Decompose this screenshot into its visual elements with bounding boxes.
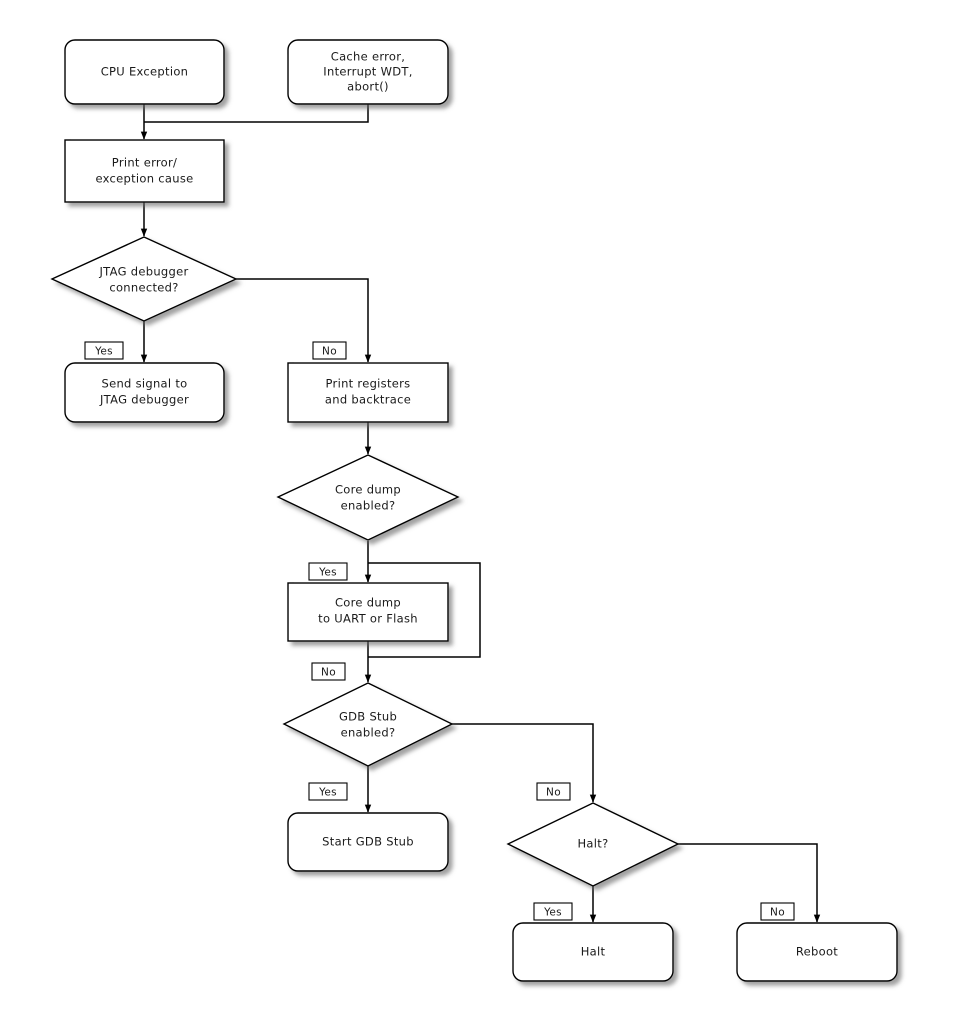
edge-label-gdb-stub-no-box [536, 782, 571, 801]
edge-label-halt-no: No [760, 902, 795, 921]
edge-gdb-stub-no-to-halt-question [452, 723, 597, 803]
node-cache-error[interactable] [287, 39, 449, 105]
edge-label-gdb-stub-no-text: No [546, 787, 561, 799]
edge-layer [140, 104, 821, 923]
node-gdb-stub-question-label-line2: enabled? [341, 726, 396, 740]
node-print-registers-shape [287, 362, 449, 423]
edge-label-jtag-yes-text: Yes [94, 346, 113, 358]
node-core-dump-box-label-line2: to UART or Flash [318, 612, 418, 626]
node-core-dump-box[interactable] [287, 582, 449, 642]
edge-label-halt-no-text: No [770, 907, 785, 919]
node-print-error-label-line2: exception cause [95, 172, 193, 186]
node-send-signal-shape [64, 362, 225, 423]
node-core-dump-question-label-line1: Core dump [335, 483, 401, 497]
node-halt-question[interactable] [506, 802, 680, 887]
edge-label-core-dump-yes-text: Yes [318, 567, 337, 579]
node-send-signal[interactable] [64, 362, 225, 423]
node-halt-box-shape [512, 922, 674, 982]
edge-label-jtag-yes: Yes [84, 341, 124, 360]
edge-label-halt-no-box [760, 902, 795, 921]
node-cpu-exception[interactable] [64, 39, 225, 105]
edge-label-jtag-no: No [312, 341, 347, 360]
edge-label-core-dump-no-text: No [321, 667, 336, 679]
edge-label-gdb-stub-no: No [536, 782, 571, 801]
node-core-dump-question-shape [276, 454, 460, 541]
node-gdb-stub-question-label-line1: GDB Stub [339, 710, 397, 724]
node-core-dump-question[interactable] [276, 454, 460, 541]
edge-label-halt-yes: Yes [533, 902, 573, 921]
node-print-registers-label-line2: and backtrace [325, 393, 411, 407]
node-cpu-exception-label: CPU Exception [101, 65, 189, 79]
edge-label-halt-yes-text: Yes [543, 907, 562, 919]
node-reboot-box[interactable] [736, 922, 898, 982]
node-print-registers[interactable] [287, 362, 449, 423]
node-halt-question-label: Halt? [577, 837, 608, 851]
edge-label-layer: Yes No Yes No Yes No [84, 341, 795, 921]
edge-label-jtag-no-box [312, 341, 347, 360]
node-send-signal-label-line1: Send signal to [101, 377, 187, 391]
node-jtag-question-label-line2: connected? [109, 281, 178, 295]
node-halt-box[interactable] [512, 922, 674, 982]
edge-label-gdb-stub-yes-text: Yes [318, 787, 337, 799]
edge-cache-error-to-print-error [144, 104, 369, 123]
node-core-dump-question-label-line2: enabled? [341, 499, 396, 513]
node-jtag-question-shape [50, 236, 238, 322]
node-core-dump-box-label-line1: Core dump [335, 596, 401, 610]
edge-label-gdb-stub-yes-box [308, 782, 348, 801]
node-print-error[interactable] [64, 139, 225, 203]
edge-label-halt-yes-box [533, 902, 573, 921]
node-start-gdb-stub[interactable] [287, 812, 449, 872]
edge-core-dump-no-bypass [368, 562, 481, 658]
node-cache-error-label-line1: Cache error, [331, 50, 406, 64]
edge-label-jtag-no-text: No [322, 346, 337, 358]
node-reboot-box-shape [736, 922, 898, 982]
node-cache-error-label-line2: Interrupt WDT, [323, 65, 412, 79]
node-reboot-box-label: Reboot [796, 945, 838, 959]
node-gdb-stub-question-shape [282, 682, 454, 767]
node-gdb-stub-question[interactable] [282, 682, 454, 767]
node-cpu-exception-shape [64, 39, 225, 105]
node-start-gdb-stub-label: Start GDB Stub [322, 835, 414, 849]
node-cache-error-shape [287, 39, 449, 105]
edge-label-core-dump-yes: Yes [308, 562, 348, 581]
edge-label-core-dump-no-box [311, 662, 346, 681]
node-print-error-shape [64, 139, 225, 203]
node-core-dump-box-shape [287, 582, 449, 642]
node-layer: CPU Exception Cache error, Interrupt WDT… [50, 39, 898, 982]
edge-label-core-dump-yes-box [308, 562, 348, 581]
node-send-signal-label-line2: JTAG debugger [99, 393, 189, 407]
node-jtag-question[interactable] [50, 236, 238, 322]
node-print-error-label-line1: Print error/ [112, 156, 177, 170]
edge-halt-no-to-reboot-box [678, 843, 821, 923]
node-halt-question-shape [506, 802, 680, 887]
edge-jtag-no-to-print-registers [236, 278, 372, 363]
node-halt-box-label: Halt [581, 945, 606, 959]
node-print-registers-label-line1: Print registers [326, 377, 411, 391]
node-start-gdb-stub-shape [287, 812, 449, 872]
node-cache-error-label-line3: abort() [347, 80, 389, 94]
edge-label-jtag-yes-box [84, 341, 124, 360]
edge-label-core-dump-no: No [311, 662, 346, 681]
edge-label-gdb-stub-yes: Yes [308, 782, 348, 801]
node-jtag-question-label-line1: JTAG debugger [98, 265, 188, 279]
